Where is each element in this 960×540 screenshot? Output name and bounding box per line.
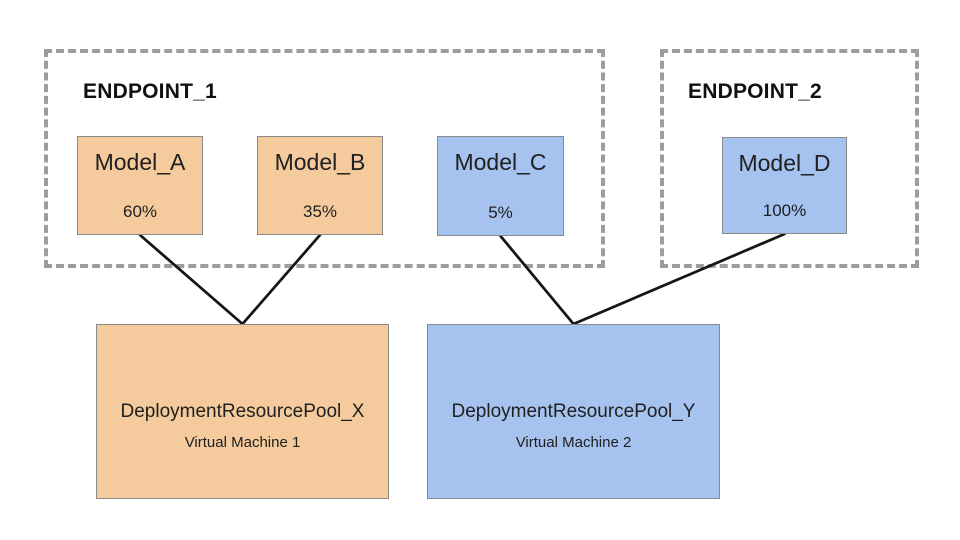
endpoint-2-group: ENDPOINT_2 bbox=[660, 49, 919, 268]
model-c-traffic-split: 5% bbox=[488, 203, 513, 222]
model-d-label: Model_D bbox=[738, 150, 831, 176]
model-a-label: Model_A bbox=[94, 149, 186, 175]
model-a-traffic-split: 60% bbox=[122, 202, 158, 221]
pool-x-node: DeploymentResourcePool_X Virtual Machine… bbox=[96, 324, 389, 499]
endpoint-1-label: ENDPOINT_1 bbox=[83, 80, 217, 103]
model-c-label: Model_C bbox=[454, 149, 547, 175]
model-d-node: Model_D 100% bbox=[722, 137, 847, 234]
model-b-traffic-split: 35% bbox=[302, 202, 338, 221]
pool-x-sublabel: Virtual Machine 1 bbox=[184, 433, 301, 451]
endpoint-2-label: ENDPOINT_2 bbox=[688, 80, 822, 103]
pool-x-label: DeploymentResourcePool_X bbox=[120, 401, 365, 423]
pool-y-sublabel: Virtual Machine 2 bbox=[515, 433, 632, 451]
endpoint-1-group: ENDPOINT_1 bbox=[44, 49, 605, 268]
model-c-node: Model_C 5% bbox=[437, 136, 564, 236]
pool-y-label: DeploymentResourcePool_Y bbox=[451, 401, 696, 423]
model-b-label: Model_B bbox=[274, 149, 366, 175]
pool-y-node: DeploymentResourcePool_Y Virtual Machine… bbox=[427, 324, 720, 499]
model-b-node: Model_B 35% bbox=[257, 136, 383, 235]
model-a-node: Model_A 60% bbox=[77, 136, 203, 235]
model-d-traffic-split: 100% bbox=[762, 201, 807, 220]
